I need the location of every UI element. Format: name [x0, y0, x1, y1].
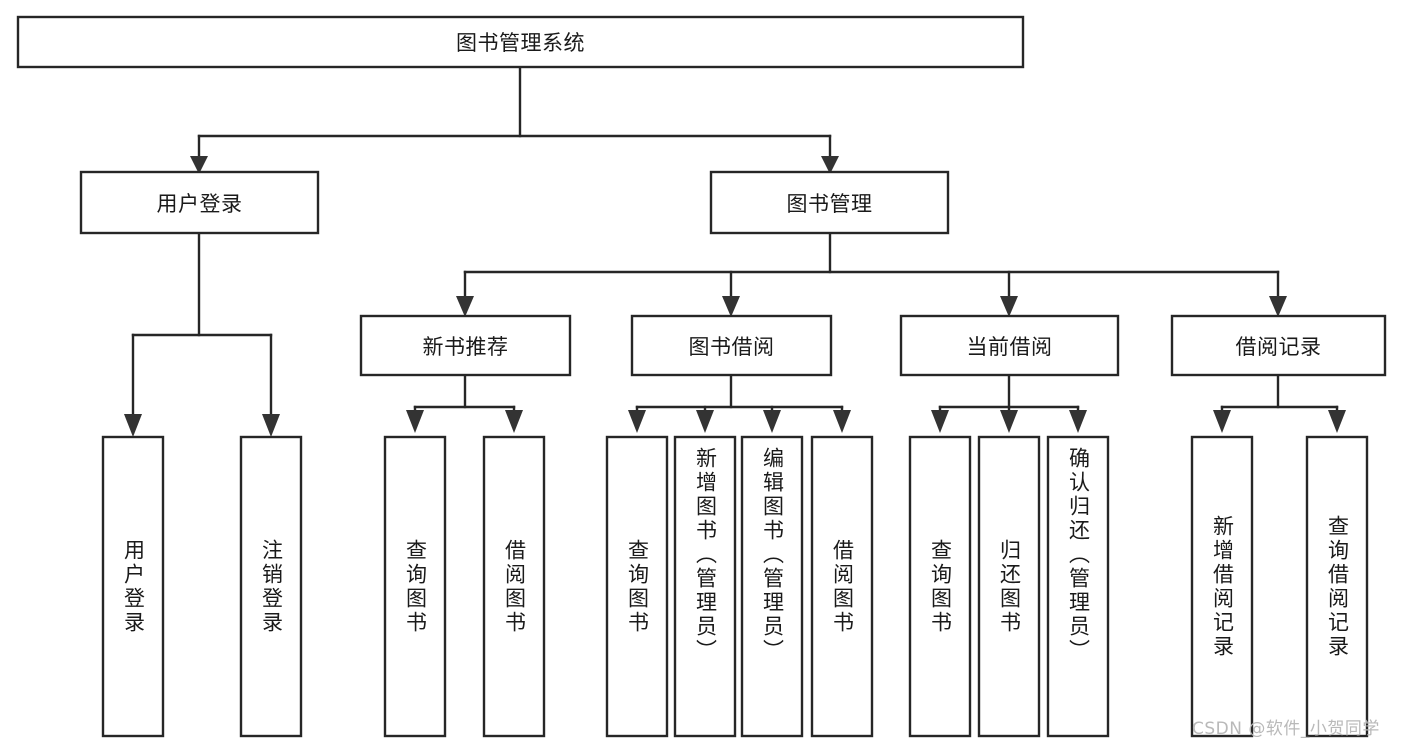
node-box-leaf-query-book-2[interactable]	[605, 435, 669, 738]
node-box-current-borrow[interactable]	[899, 314, 1120, 377]
arrow-head-leaf-query-borrow-record	[1328, 410, 1346, 433]
arrow-head-leaf-confirm-return-admin	[1069, 410, 1087, 433]
arrow-head-book-management	[821, 156, 839, 174]
arrow-head-leaf-add-borrow-record	[1213, 410, 1231, 433]
node-box-leaf-edit-book-admin[interactable]	[740, 435, 804, 738]
connector-group-borrow-record	[1213, 373, 1346, 433]
arrow-head-leaf-edit-book-admin	[763, 410, 781, 433]
connector-group-user-login	[124, 231, 280, 437]
arrow-head-leaf-borrow-book-1	[505, 410, 523, 433]
connector-group-book-management	[456, 231, 1287, 317]
node-box-leaf-query-book-1[interactable]	[383, 435, 447, 738]
arrow-head-new-book-recommend	[456, 296, 474, 317]
node-box-leaf-return-book[interactable]	[977, 435, 1041, 738]
arrow-head-leaf-query-book-2	[628, 410, 646, 433]
node-box-leaf-confirm-return-admin[interactable]	[1046, 435, 1110, 738]
arrow-head-book-borrow	[722, 296, 740, 317]
node-box-leaf-logout-login[interactable]	[239, 435, 303, 738]
node-box-book-borrow[interactable]	[630, 314, 833, 377]
arrow-head-leaf-user-login	[124, 414, 142, 437]
arrow-head-current-borrow	[1000, 296, 1018, 317]
node-box-leaf-user-login[interactable]	[101, 435, 165, 738]
node-box-leaf-add-book-admin[interactable]	[673, 435, 737, 738]
node-box-leaf-borrow-book-1[interactable]	[482, 435, 546, 738]
arrow-head-borrow-record	[1269, 296, 1287, 317]
node-box-root[interactable]	[16, 15, 1025, 69]
arrow-head-user-login	[190, 156, 208, 174]
arrow-head-leaf-return-book	[1000, 410, 1018, 433]
arrow-head-leaf-borrow-book-2	[833, 410, 851, 433]
connector-group-current-borrow	[931, 373, 1087, 433]
arrow-head-leaf-query-book-3	[931, 410, 949, 433]
connector-group-book-borrow	[628, 373, 851, 433]
node-box-leaf-query-borrow-record[interactable]	[1305, 435, 1369, 738]
node-box-leaf-add-borrow-record[interactable]	[1190, 435, 1254, 738]
connector-group-new-book-recommend	[406, 373, 523, 433]
node-box-book-management[interactable]	[709, 170, 950, 235]
arrow-head-leaf-logout-login	[262, 414, 280, 437]
node-box-leaf-query-book-3[interactable]	[908, 435, 972, 738]
node-box-user-login[interactable]	[79, 170, 320, 235]
node-box-leaf-borrow-book-2[interactable]	[810, 435, 874, 738]
connector-group-root	[190, 65, 839, 174]
node-box-borrow-record[interactable]	[1170, 314, 1387, 377]
arrow-head-leaf-add-book-admin	[696, 410, 714, 433]
node-box-new-book-recommend[interactable]	[359, 314, 572, 377]
watermark-text: CSDN @软件_小贺同学	[1192, 719, 1380, 739]
arrow-head-leaf-query-book-1	[406, 410, 424, 433]
